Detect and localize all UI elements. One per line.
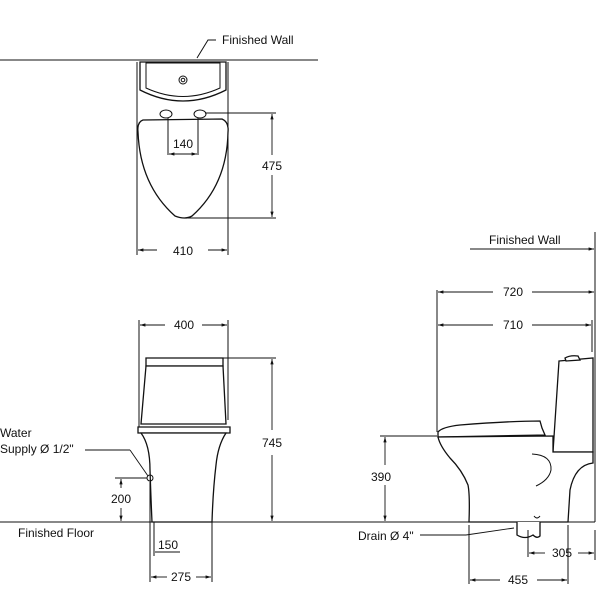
dim-hinge-spacing: 140: [173, 137, 193, 151]
seat-side: [437, 420, 546, 438]
flush-button-icon: [178, 75, 188, 85]
bowl-front: [139, 432, 228, 523]
dim-supply-height: 200: [111, 492, 131, 506]
front-view: 400 745 Water Supply Ø 1/2" 200 150 275: [0, 318, 282, 584]
top-view: Finished Wall 410 140 475: [0, 33, 318, 258]
dim-base-length: 455: [508, 573, 528, 587]
dim-overall-height: 745: [262, 436, 282, 450]
tank-front: [140, 365, 227, 425]
wall-leader: [196, 39, 216, 59]
side-view: Finished Wall 720 710 Drain Ø 4" 390 305: [358, 232, 596, 587]
finished-wall-label-top: Finished Wall: [222, 33, 294, 47]
tank-lid-front: [145, 357, 224, 367]
dim-seat-height: 390: [371, 470, 391, 484]
drain-pipe: [516, 522, 541, 539]
finished-wall-label-side: Finished Wall: [489, 233, 561, 247]
dim-rough-in: 305: [552, 546, 572, 560]
bowl-side: [437, 435, 594, 523]
seat-front: [137, 426, 231, 434]
dim-bowl-depth: 475: [262, 159, 282, 173]
dim-supply-offset: 150: [158, 538, 178, 552]
dim-top-width: 410: [173, 244, 193, 258]
dim-710: 710: [503, 318, 523, 332]
finished-floor-label: Finished Floor: [18, 526, 94, 540]
dim-overall-length: 720: [503, 285, 523, 299]
tank-side: [552, 357, 594, 453]
dim-tank-width: 400: [174, 318, 194, 332]
drain-mark-icon: [533, 515, 541, 519]
water-supply-label-1: Water: [0, 426, 32, 440]
dim-base-width: 275: [171, 570, 191, 584]
drain-label: Drain Ø 4": [358, 529, 414, 543]
seat-top: [137, 118, 229, 219]
water-supply-label-2: Supply Ø 1/2": [0, 442, 74, 456]
